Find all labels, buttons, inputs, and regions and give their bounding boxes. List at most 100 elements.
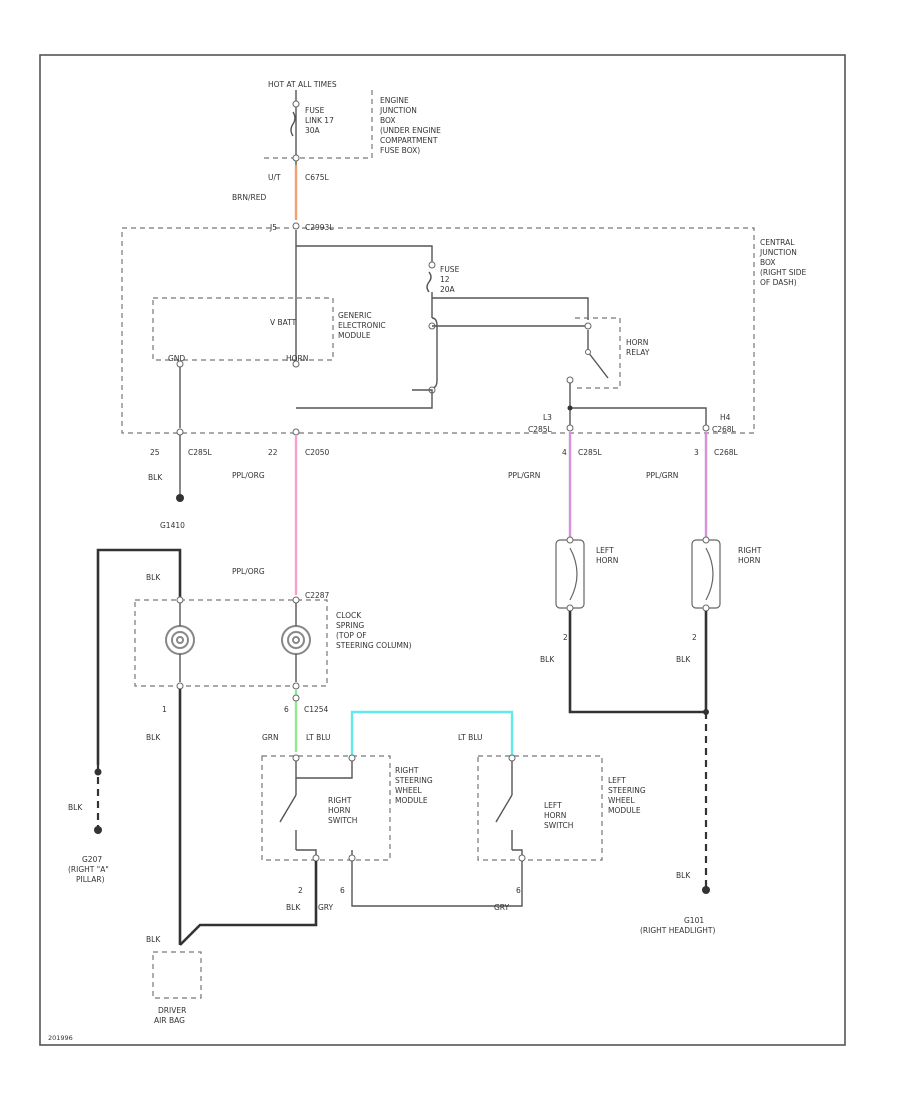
svg-text:LINK 17: LINK 17 [305, 116, 334, 125]
clock-spring-left-top-terminal [176, 596, 184, 604]
left-horn-ground-wire [568, 611, 706, 714]
blk-label-switch-ground: BLK [286, 903, 301, 912]
svg-text:WHEEL: WHEEL [395, 786, 423, 795]
blk-label-left-horn: BLK [540, 655, 555, 664]
svg-text:RIGHT: RIGHT [328, 796, 352, 805]
fuse-link-17-label: FUSE LINK 17 30A [305, 106, 334, 135]
svg-text:CLOCK: CLOCK [336, 611, 362, 620]
c675l-connector [292, 154, 300, 162]
clock-spring-left-coil [165, 625, 195, 655]
svg-text:MODULE: MODULE [395, 796, 428, 805]
c285l-right-label: C285L [578, 448, 603, 457]
svg-text:FUSE BOX): FUSE BOX) [380, 146, 420, 155]
pin-1-label: 1 [162, 705, 167, 714]
c675l-label: C675L [305, 173, 330, 182]
grn-wire-label: GRN [262, 733, 279, 742]
engine-junction-box-outline [262, 90, 373, 159]
left-horn [555, 536, 585, 612]
svg-text:ELECTRONIC: ELECTRONIC [338, 321, 386, 330]
svg-text:(RIGHT "A": (RIGHT "A" [68, 865, 109, 874]
svg-text:GENERIC: GENERIC [338, 311, 372, 320]
g207-ground-symbol [94, 826, 102, 834]
svg-text:SWITCH: SWITCH [544, 821, 573, 830]
c268l-upper-label: C268L [712, 425, 737, 434]
svg-text:SPRING: SPRING [336, 621, 364, 630]
svg-text:STEERING COLUMN): STEERING COLUMN) [336, 641, 412, 650]
svg-text:HORN: HORN [328, 806, 350, 815]
svg-text:OF DASH): OF DASH) [760, 278, 797, 287]
c285l-left-terminal [176, 428, 184, 436]
svg-text:LEFT: LEFT [544, 801, 562, 810]
horn-relay-terminal-in [584, 322, 592, 330]
horn-split-junction [567, 405, 573, 411]
c285l-upper-label: C285L [528, 425, 553, 434]
left-switch-to-gry [512, 849, 523, 855]
horn-relay-label: HORN RELAY [626, 338, 650, 357]
blk-wire-g207-upper [96, 548, 182, 765]
blk-label-clockspring-top: BLK [146, 573, 161, 582]
svg-text:G207: G207 [82, 855, 102, 864]
ppl-org-label-1: PPL/ORG [232, 471, 265, 480]
pin-25-label: 25 [150, 448, 160, 457]
pin-h4-label: H4 [720, 413, 731, 422]
g207-splice-dot [94, 768, 102, 776]
pin-3-label: 3 [694, 448, 699, 457]
right-module-pin-6: 6 [340, 886, 345, 895]
svg-text:FUSE: FUSE [440, 265, 460, 274]
right-steering-wheel-module-label: RIGHT STEERING WHEEL MODULE [395, 766, 433, 805]
driver-airbag-outline [152, 951, 202, 999]
svg-text:FUSE: FUSE [305, 106, 325, 115]
clock-spring-right-coil [281, 625, 311, 655]
svg-text:(UNDER ENGINE: (UNDER ENGINE [380, 126, 441, 135]
gem-horn-label: HORN [286, 354, 308, 363]
fuse-link-symbol [290, 111, 296, 137]
gry-label-right: GRY [318, 903, 334, 912]
pin-4-label: 4 [562, 448, 567, 457]
svg-text:COMPARTMENT: COMPARTMENT [380, 136, 438, 145]
diagram-code-label: 201996 [48, 1034, 73, 1042]
c2050-label: C2050 [305, 448, 330, 457]
l3-terminal [566, 424, 574, 432]
fuse-12-label: FUSE 12 20A [440, 265, 460, 294]
horn-relay-feed [432, 297, 589, 320]
right-steering-wheel-module-outline [261, 755, 391, 861]
blk-label-g101: BLK [676, 871, 691, 880]
blk-label-right-horn: BLK [676, 655, 691, 664]
blk-label-driver-airbag: BLK [146, 935, 161, 944]
right-switch-to-ground [296, 849, 317, 855]
svg-text:MODULE: MODULE [608, 806, 641, 815]
clock-spring-right-bottom-terminal [292, 682, 300, 690]
svg-text:30A: 30A [305, 126, 321, 135]
left-module-ltblu-terminal [508, 754, 516, 762]
left-steering-wheel-module-outline [477, 755, 603, 861]
switch-ground-wire [179, 861, 318, 946]
horn-split-wire [570, 407, 707, 425]
lt-blu-wire [350, 710, 514, 756]
horn-relay-outline [575, 317, 621, 389]
clock-spring-left-bottom-terminal [176, 682, 184, 690]
svg-text:HORN: HORN [544, 811, 566, 820]
svg-text:JUNCTION: JUNCTION [379, 106, 417, 115]
left-module-gry-terminal [518, 854, 526, 862]
svg-text:(RIGHT SIDE: (RIGHT SIDE [760, 268, 807, 277]
g1410-label: G1410 [160, 521, 185, 530]
pin-j5-label: J5 [269, 223, 277, 232]
c2993l-connector [292, 222, 300, 230]
fuse-12-terminal-top [428, 261, 436, 269]
svg-text:HORN: HORN [738, 556, 760, 565]
left-steering-wheel-module-label: LEFT STEERING WHEEL MODULE [608, 776, 646, 815]
central-junction-box-label: CENTRAL JUNCTION BOX (RIGHT SIDE OF DASH… [759, 238, 807, 287]
left-module-pin-6: 6 [516, 886, 521, 895]
c2993l-label: C2993L [305, 223, 334, 232]
c1254-terminal [292, 694, 300, 702]
brn-red-wire-label: BRN/RED [232, 193, 266, 202]
svg-text:(RIGHT HEADLIGHT): (RIGHT HEADLIGHT) [640, 926, 715, 935]
ppl-grn-label-left: PPL/GRN [508, 471, 540, 480]
horn-relay-pivot [585, 349, 591, 355]
generic-electronic-module-outline [152, 297, 334, 361]
hot-at-all-times-label: HOT AT ALL TIMES [268, 80, 337, 89]
left-horn-switch-arm [495, 794, 513, 823]
svg-text:SWITCH: SWITCH [328, 816, 357, 825]
pin-ut-label: U/T [268, 173, 281, 182]
